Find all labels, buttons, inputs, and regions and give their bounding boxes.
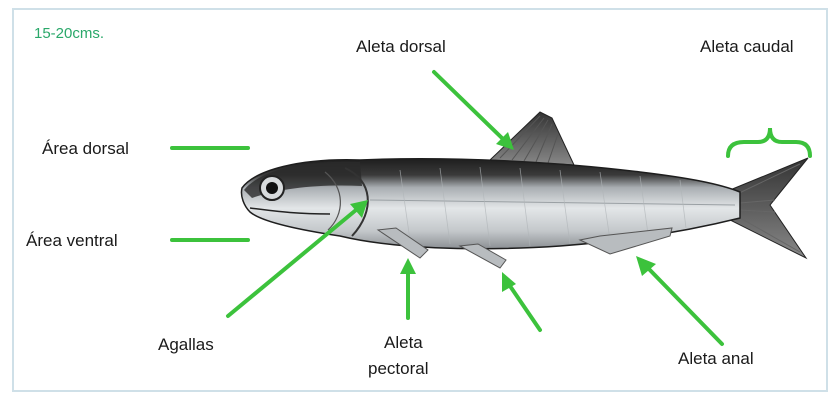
label-anal-fin: Aleta anal [678, 349, 754, 368]
caudal-fin-shape [730, 158, 808, 258]
dorsal-fin-pointer [434, 72, 504, 140]
label-ventral-area: Área ventral [26, 231, 118, 250]
label-dorsal-fin: Aleta dorsal [356, 37, 446, 56]
label-pectoral-fin-line1: Aleta [384, 333, 423, 352]
anal-fin-pointer [646, 266, 722, 344]
pelvic-fin-pointer [510, 286, 540, 330]
pectoral-fin-arrowhead [400, 258, 416, 274]
size-note: 15-20cms. [34, 25, 104, 42]
label-gills: Agallas [158, 335, 214, 354]
eye-pupil [266, 182, 278, 194]
label-pectoral-fin-line2: pectoral [368, 359, 428, 378]
label-caudal-fin: Aleta caudal [700, 37, 794, 56]
anchovy-illustration [241, 112, 808, 268]
caudal-fin-bracket [728, 128, 810, 156]
label-dorsal-area: Área dorsal [42, 139, 129, 158]
